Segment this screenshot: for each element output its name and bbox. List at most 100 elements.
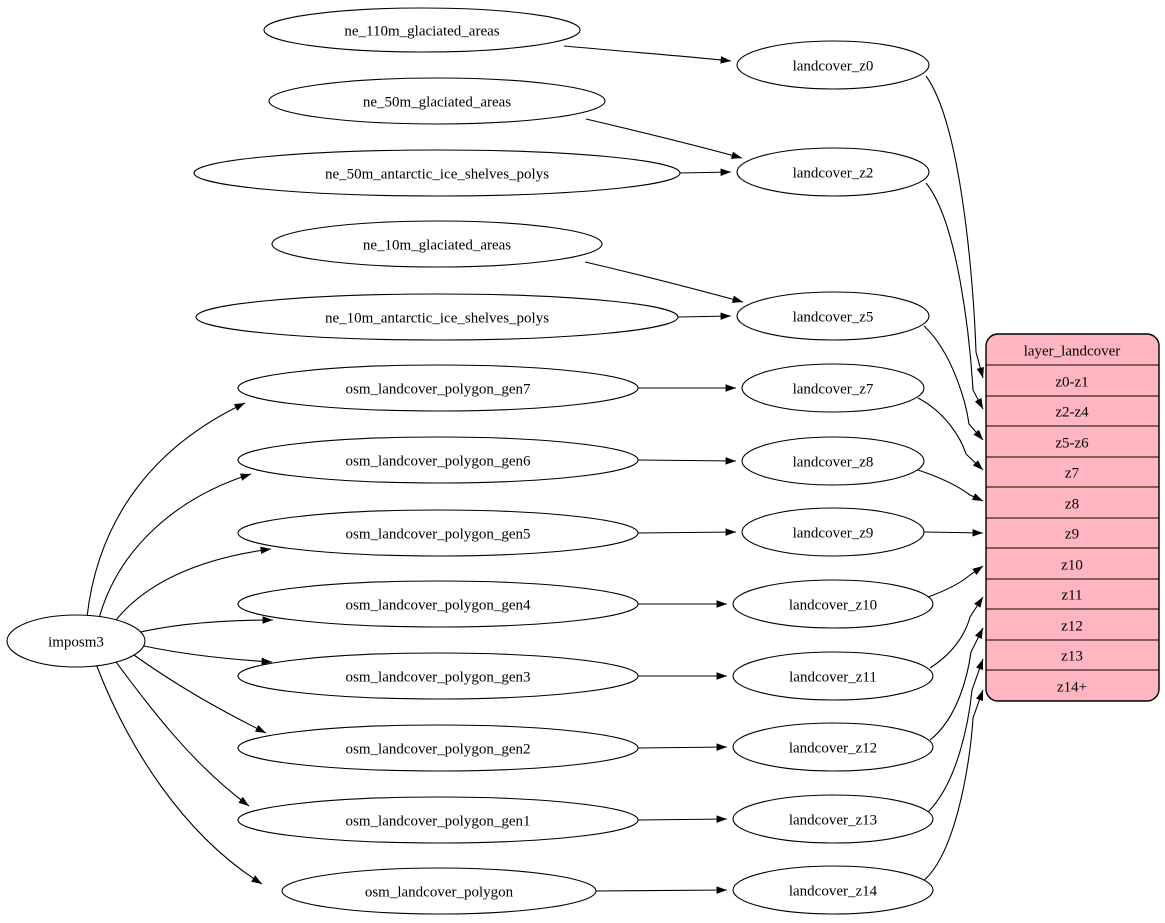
- edge-gen5-landcover-z9: [637, 528, 737, 536]
- node-ne-10m-antarctic-ice-shelves-polys: ne_10m_antarctic_ice_shelves_polys: [195, 293, 679, 341]
- table-row-z9: z9: [1065, 526, 1079, 542]
- node-landcover-z10: landcover_z10: [732, 579, 934, 629]
- table-row-z13: z13: [1061, 648, 1083, 664]
- edge-imposm3-gen4: [131, 616, 274, 635]
- landcover-z2-ellipse: [736, 147, 930, 197]
- osm-landcover-polygon-gen2-ellipse: [237, 724, 639, 772]
- node-landcover-z14: landcover_z14: [732, 865, 934, 915]
- node-landcover-z9: landcover_z9: [741, 507, 925, 557]
- landcover-z5-ellipse: [736, 291, 930, 341]
- landcover-z5-label: landcover_z5: [793, 309, 874, 325]
- ne-110m-glaciated-areas-ellipse: [263, 7, 581, 53]
- landcover-z11-ellipse: [732, 651, 934, 701]
- landcover-z9-ellipse: [741, 507, 925, 557]
- table-row-z0-z1: z0-z1: [1055, 374, 1088, 390]
- edge-z12-row-z12: [929, 627, 984, 741]
- osm-landcover-polygon-gen2-label: osm_landcover_polygon_gen2: [346, 741, 531, 757]
- edge-imposm3-gen5: [109, 546, 272, 629]
- edge-imposm3-polygon: [95, 663, 263, 885]
- edge-imposm3-gen6: [97, 473, 252, 623]
- node-landcover-z0: landcover_z0: [736, 40, 930, 90]
- edge-ne10m-glaciated-landcover-z5: [584, 261, 744, 303]
- landcover-z12-ellipse: [732, 722, 934, 772]
- osm-landcover-polygon-gen6-ellipse: [237, 436, 639, 484]
- node-osm-landcover-polygon-gen2: osm_landcover_polygon_gen2: [237, 724, 639, 772]
- imposm3-label: imposm3: [48, 634, 104, 650]
- edge-gen6-landcover-z8: [637, 457, 737, 465]
- ne-10m-glaciated-areas-ellipse: [271, 220, 603, 268]
- node-osm-landcover-polygon-gen3: osm_landcover_polygon_gen3: [237, 652, 639, 700]
- node-ne-110m-glaciated-areas: ne_110m_glaciated_areas: [263, 7, 581, 53]
- landcover-z0-label: landcover_z0: [793, 58, 874, 74]
- table-row-z7: z7: [1065, 465, 1080, 481]
- osm-landcover-polygon-gen6-label: osm_landcover_polygon_gen6: [346, 453, 531, 469]
- osm-landcover-polygon-gen7-ellipse: [237, 364, 639, 412]
- landcover-z0-ellipse: [736, 40, 930, 90]
- node-osm-landcover-polygon-gen7: osm_landcover_polygon_gen7: [237, 364, 639, 412]
- landcover-z14-ellipse: [732, 865, 934, 915]
- edge-z2-row-z2z4: [925, 182, 984, 410]
- osm-landcover-polygon-gen3-ellipse: [237, 652, 639, 700]
- osm-landcover-polygon-gen7-label: osm_landcover_polygon_gen7: [346, 381, 531, 397]
- osm-landcover-polygon-ellipse: [281, 867, 597, 915]
- imposm3-ellipse: [6, 614, 146, 668]
- table-row-z8: z8: [1065, 496, 1079, 512]
- landcover-z7-label: landcover_z7: [793, 381, 874, 397]
- osm-landcover-polygon-gen5-label: osm_landcover_polygon_gen5: [346, 526, 531, 542]
- edge-ne10m-antarctic-landcover-z5: [677, 312, 732, 320]
- landcover-z7-ellipse: [741, 363, 925, 413]
- table-row-z11: z11: [1061, 587, 1082, 603]
- landcover-z14-label: landcover_z14: [789, 883, 878, 899]
- node-osm-landcover-polygon-gen6: osm_landcover_polygon_gen6: [237, 436, 639, 484]
- ne-50m-antarctic-ice-shelves-polys-ellipse: [193, 149, 681, 197]
- node-osm-landcover-polygon-gen1: osm_landcover_polygon_gen1: [237, 796, 639, 844]
- edge-ne50m-glaciated-landcover-z2: [585, 118, 743, 159]
- layer-landcover-table: layer_landcover z0-z1 z2-z4 z5-z6 z7 z8 …: [985, 333, 1160, 702]
- edge-ne110m-landcover-z0: [563, 45, 732, 64]
- edge-gen1-landcover-z13: [637, 815, 728, 823]
- edge-z8-row-z8: [917, 469, 984, 502]
- landcover-z10-ellipse: [732, 579, 934, 629]
- edge-z7-row-z7: [917, 397, 984, 471]
- osm-landcover-polygon-gen3-label: osm_landcover_polygon_gen3: [346, 669, 531, 685]
- edge-imposm3-gen2: [130, 652, 267, 734]
- table-row-z2-z4: z2-z4: [1055, 404, 1089, 420]
- table-row-z10: z10: [1061, 557, 1083, 573]
- edge-gen2-landcover-z12: [637, 743, 728, 751]
- edge-imposm3-gen7: [86, 402, 246, 618]
- edge-imposm3-gen3: [143, 645, 273, 666]
- osm-landcover-polygon-gen5-ellipse: [237, 509, 639, 557]
- ne-110m-glaciated-areas-label: ne_110m_glaciated_areas: [344, 23, 499, 39]
- ne-10m-antarctic-ice-shelves-polys-label: ne_10m_antarctic_ice_shelves_polys: [325, 310, 549, 326]
- landcover-z10-label: landcover_z10: [789, 597, 877, 613]
- node-landcover-z13: landcover_z13: [732, 794, 934, 844]
- landcover-z13-label: landcover_z13: [789, 812, 877, 828]
- node-ne-50m-antarctic-ice-shelves-polys: ne_50m_antarctic_ice_shelves_polys: [193, 149, 681, 197]
- edge-z13-row-z13: [927, 658, 984, 813]
- edge-polygon-landcover-z14: [595, 886, 728, 894]
- node-ne-50m-glaciated-areas: ne_50m_glaciated_areas: [268, 77, 606, 125]
- node-landcover-z7: landcover_z7: [741, 363, 925, 413]
- edge-ne50m-antarctic-landcover-z2: [679, 168, 732, 176]
- edge-imposm3-gen1: [112, 657, 250, 807]
- edge-layer: [86, 45, 984, 894]
- node-osm-landcover-polygon: osm_landcover_polygon: [281, 867, 597, 915]
- layer-landcover-title: layer_landcover: [1024, 343, 1121, 359]
- ne-10m-glaciated-areas-label: ne_10m_glaciated_areas: [363, 237, 511, 253]
- landcover-z8-label: landcover_z8: [793, 454, 874, 470]
- table-row-z5-z6: z5-z6: [1055, 435, 1089, 451]
- node-landcover-z11: landcover_z11: [732, 651, 934, 701]
- landcover-z13-ellipse: [732, 794, 934, 844]
- edge-z11-row-z11: [929, 596, 984, 669]
- landcover-z9-label: landcover_z9: [793, 525, 874, 541]
- osm-landcover-polygon-label: osm_landcover_polygon: [365, 884, 514, 900]
- node-landcover-z5: landcover_z5: [736, 291, 930, 341]
- osm-landcover-polygon-gen4-label: osm_landcover_polygon_gen4: [346, 597, 531, 613]
- table-row-z12: z12: [1061, 618, 1083, 634]
- osm-landcover-polygon-gen1-ellipse: [237, 796, 639, 844]
- node-imposm3: imposm3: [6, 614, 146, 668]
- landcover-z11-label: landcover_z11: [789, 669, 877, 685]
- node-landcover-z8: landcover_z8: [741, 436, 925, 486]
